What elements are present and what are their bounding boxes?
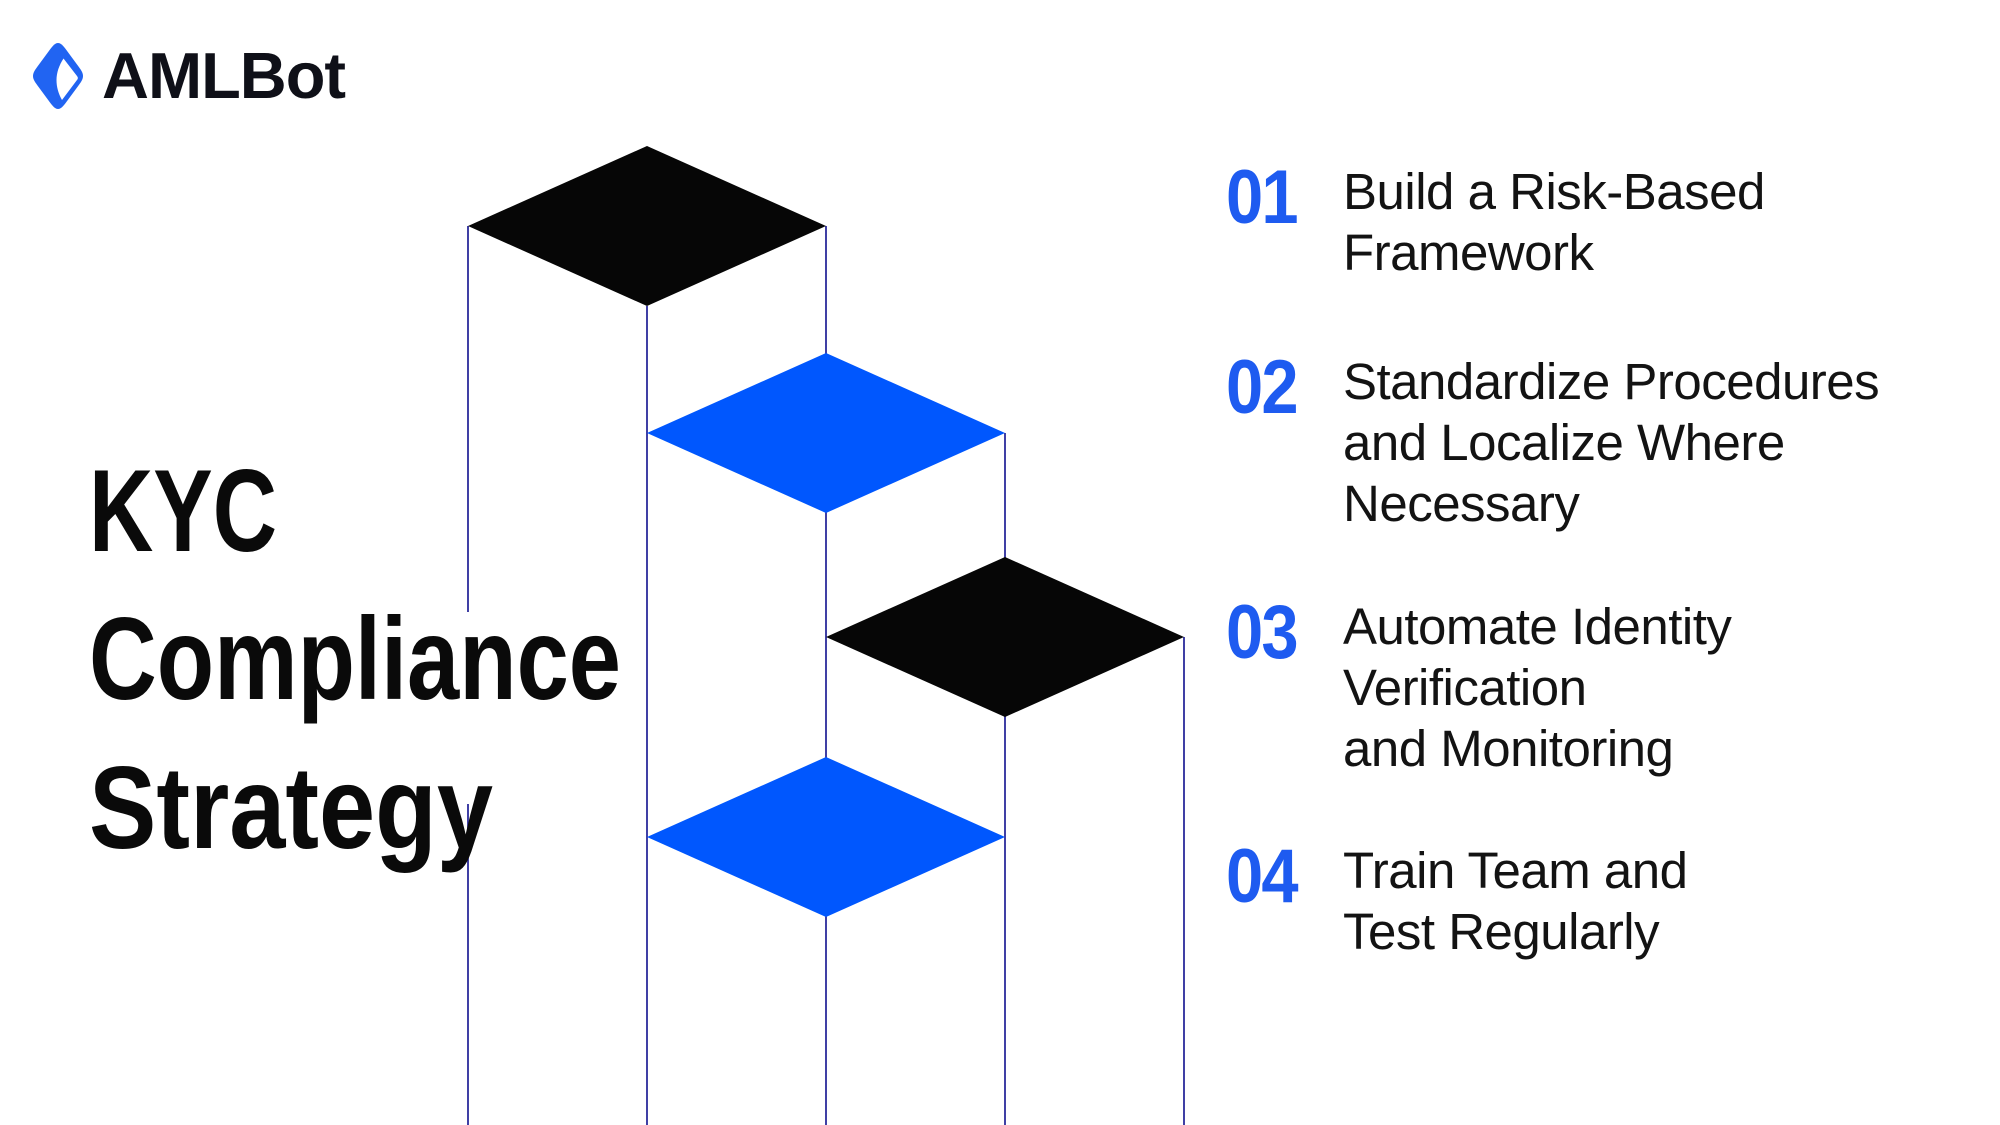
step-item-4: 04 Train Team and Test Regularly	[1226, 834, 1946, 1040]
page-title-line-2: Compliance	[89, 593, 621, 724]
step-number-3: 03	[1226, 590, 1299, 675]
step-number-2: 02	[1226, 345, 1299, 430]
step-text-2: Standardize Procedures and Localize Wher…	[1343, 353, 1880, 532]
page-title-line-3: Strategy	[89, 742, 493, 873]
brand-name: AMLBot	[102, 39, 346, 112]
page-title-line-1: KYC	[89, 445, 277, 576]
step-text-3: Automate Identity Verification and Monit…	[1343, 598, 1732, 777]
amlbot-diamond-icon	[33, 42, 83, 110]
amlbot-logo: AMLBot	[33, 39, 346, 112]
pillar-top-diamond-blue-2	[647, 757, 1005, 917]
pillar-top-diamond-black-2	[826, 557, 1184, 717]
step-item-2: 02 Standardize Procedures and Localize W…	[1226, 345, 1946, 551]
step-text-4: Train Team and Test Regularly	[1343, 842, 1688, 960]
step-number-4: 04	[1226, 834, 1299, 919]
pillar-top-diamond-black-1	[468, 146, 826, 306]
pillar-top-diamond-blue-1	[647, 353, 1005, 513]
step-item-1: 01 Build a Risk-Based Framework	[1226, 155, 1946, 361]
step-text-1: Build a Risk-Based Framework	[1343, 163, 1765, 281]
step-number-1: 01	[1226, 155, 1299, 240]
step-item-3: 03 Automate Identity Verification and Mo…	[1226, 590, 1946, 796]
